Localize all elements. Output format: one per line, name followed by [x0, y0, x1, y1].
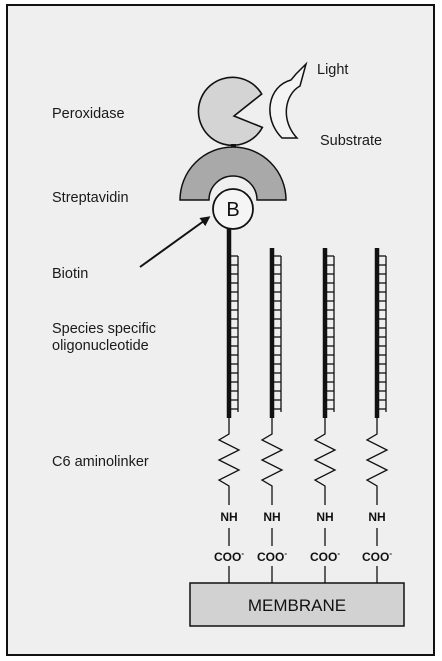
biotin-label: Biotin: [52, 266, 88, 283]
oligonucleotide-label-line1: Species specific: [52, 321, 156, 337]
probe-strands: [219, 228, 387, 583]
light-substrate-arrow: [270, 64, 306, 138]
probe-4: [367, 248, 387, 583]
probe-1: [219, 228, 239, 583]
nh-label: NH: [207, 510, 251, 524]
biotin-symbol: B: [226, 199, 239, 221]
coo-label: COO-: [355, 549, 399, 564]
oligonucleotide-label-line2: oligonucleotide: [52, 338, 149, 354]
c6-aminolinker: [219, 418, 239, 505]
biotin-pointer-arrow: [140, 218, 208, 267]
substrate-label: Substrate: [320, 133, 382, 150]
nh-label: NH: [250, 510, 294, 524]
nh-label: NH: [355, 510, 399, 524]
membrane-label: MEMBRANE: [248, 596, 346, 615]
coo-label: COO-: [250, 549, 294, 564]
streptavidin-label: Streptavidin: [52, 190, 129, 207]
c6-aminolinker: [367, 418, 387, 505]
probe-2: [262, 248, 282, 583]
peroxidase-enzyme: [198, 77, 262, 145]
light-label: Light: [317, 62, 348, 79]
c6-aminolinker: [315, 418, 335, 505]
probe-3: [315, 248, 335, 583]
aminolinker-label: C6 aminolinker: [52, 454, 149, 471]
c6-aminolinker: [262, 418, 282, 505]
oligonucleotide-label: Species specific oligonucleotide: [52, 321, 202, 355]
nh-label: NH: [303, 510, 347, 524]
peroxidase-label: Peroxidase: [52, 106, 125, 123]
coo-label: COO-: [303, 549, 347, 564]
coo-label: COO-: [207, 549, 251, 564]
